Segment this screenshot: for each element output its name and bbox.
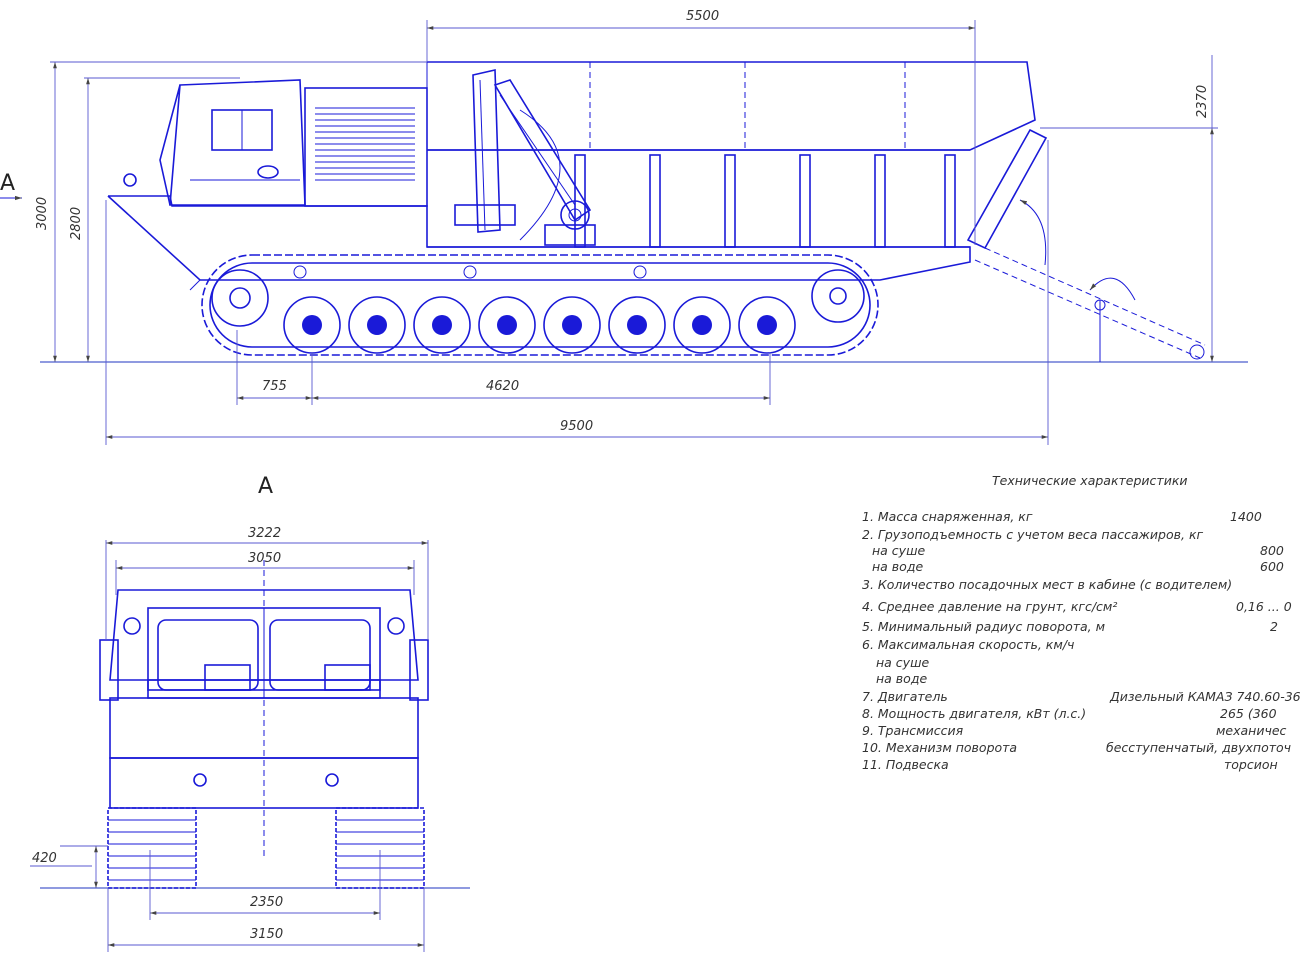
spec-value: Дизельный КАМАЗ 740.60-36 [1110,689,1301,704]
spec-label: на воде [876,671,928,686]
dim-height-cab: 2800 [69,207,84,240]
spec-label: 3. Количество посадочных мест в кабине (… [862,577,1233,592]
spec-label: 4. Среднее давление на грунт, кгс/см² [862,599,1118,614]
spec-label: 11. Подвеска [862,757,949,772]
road-wheels [283,296,796,354]
hull [107,195,971,291]
spec-label: на суше [876,655,930,670]
front-dimensions: 3222 3050 2350 3150 420 [30,526,429,952]
dim-width-overall: 3222 [248,526,281,541]
spec-value: 0,16 ... 0 [1236,599,1292,614]
cabin [123,79,428,207]
view-arrow-label: A [0,171,15,196]
front-body [99,560,429,860]
spec-label: 5. Минимальный радиус поворота, м [862,619,1106,634]
spec-value: торсион [1224,757,1278,772]
specs-table: Технические характеристики 1. Масса снар… [862,470,1301,790]
spec-label: 2. Грузоподъемность с учетом веса пассаж… [862,527,1204,542]
dim-track-gauge: 2350 [250,895,283,910]
spec-value: 265 (360 [1220,706,1277,721]
track [201,254,879,356]
side-dimensions: 5500 3000 2800 2370 755 4620 [35,9,1218,445]
cargo-body [426,61,1036,248]
spec-label: на суше [872,543,926,558]
spec-label: 9. Трансмиссия [862,723,964,738]
spec-label: 8. Мощность двигателя, кВт (л.с.) [862,706,1087,721]
crane [454,69,596,246]
view-arrow: A [0,171,22,201]
spec-label: на воде [872,559,924,574]
spec-value: 600 [1260,559,1284,574]
spec-label: 7. Двигатель [862,689,948,704]
spec-value: 1400 [1230,509,1262,524]
side-view: A 5500 3000 2800 2370 [0,9,1248,445]
front-tracks [107,807,425,889]
spec-value: 2 [1270,619,1278,634]
front-view: A [30,474,470,952]
spec-value: механичес [1216,723,1287,738]
dim-body-length: 5500 [686,9,719,24]
spec-value: 800 [1260,543,1284,558]
dim-length-total: 9500 [560,419,593,434]
front-view-title: A [258,474,273,499]
ramp [966,128,1206,362]
spec-value: бесступенчатый, двухпоточ [1106,740,1292,755]
dim-ramp-height: 2370 [1195,85,1210,118]
dim-width-body: 3050 [248,551,281,566]
dim-ground-clearance: 420 [32,851,57,866]
spec-label: 1. Масса снаряженная, кг [862,509,1033,524]
specs-title: Технические характеристики [992,473,1188,488]
spec-label: 6. Максимальная скорость, км/ч [862,637,1075,652]
dim-front-offset: 755 [262,379,287,394]
dim-height-total: 3000 [35,197,50,230]
dim-track-outer-width: 3150 [250,927,283,942]
spec-label: 10. Механизм поворота [862,740,1018,755]
dim-track-base: 4620 [486,379,519,394]
